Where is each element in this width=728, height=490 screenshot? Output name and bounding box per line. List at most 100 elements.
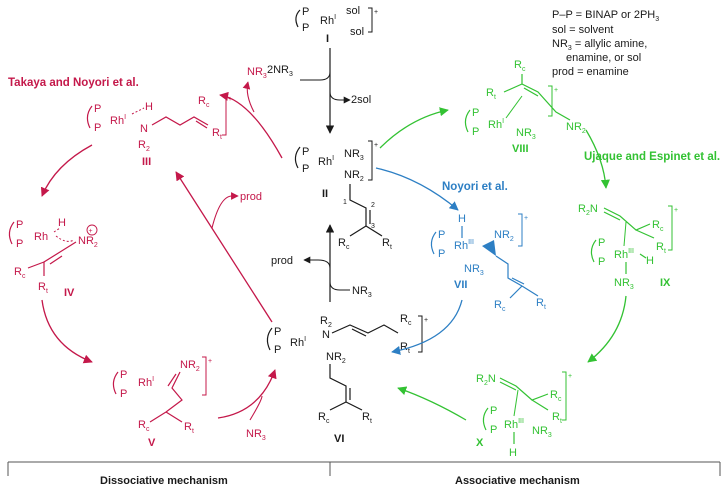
bisphosphine-arc [86,105,93,129]
mechanism-footer: Dissociative mechanism Associative mecha… [7,461,721,487]
phosphorus-atom: P [16,219,23,231]
arrow-II-to-VIII [379,107,449,149]
uptake-curve [249,395,263,421]
substituent-rc: Rc [14,266,26,280]
phosphorus-atom: P [302,6,309,18]
amine-ligand: NR3 [516,127,536,141]
arrow-II-to-VII [375,167,459,211]
bisphosphine-arc [266,327,273,351]
charge-bracket [368,140,373,181]
phosphorus-atom: P [94,103,101,115]
rhodium-atom: RhI [110,114,126,127]
released-NR3: NR3 [247,66,267,80]
bisphosphine-arc [482,407,489,431]
double-bond [603,211,621,221]
substituent-rc: Rc [198,95,210,109]
legend-line-5: prod = enamine [552,66,629,78]
agostic-interaction [131,107,145,115]
substituent-rt: Rt [184,421,194,435]
complex-I: P P RhI sol sol + I [295,5,378,45]
rh-c-bond [623,221,627,247]
charge-bracket [668,205,673,251]
phosphorus-atom: P [472,126,479,138]
dissociative-mechanism-label: Dissociative mechanism [100,475,228,487]
allyl-chain [495,255,523,287]
charge-plus: + [374,9,378,16]
charge-bracket [202,356,207,396]
product-label: prod [240,191,262,203]
substituent-rt: Rt [656,241,666,255]
substituent-rc: Rc [318,411,330,425]
charge-plus: + [568,373,572,380]
double-bond [511,277,525,285]
complex-IV: P P Rh H NR2 + Rc Rt IV [8,217,98,299]
bond-rt [165,411,183,423]
label-IV: IV [64,287,75,299]
carbon-number-3: 3 [371,223,375,230]
arrow-IX-to-X [587,295,627,363]
substituent-rt: Rt [212,127,222,141]
arrow-VI-to-III [175,171,273,323]
amine-nitrogen: N [140,123,148,135]
rhodium-atom: RhIII [614,248,634,261]
bisphosphine-arc [430,231,437,255]
substituent-rt: Rt [536,297,546,311]
amine-nitrogen: NR2 [566,121,586,135]
phosphorus-atom: P [490,424,497,436]
phosphorus-atom: P [598,256,605,268]
legend-line-1: P–P = BINAP or 2PH3 [552,9,659,23]
charge-bracket [562,371,567,421]
substituent-rc: Rc [652,219,664,233]
rhodium-atom: RhI [138,376,154,389]
cation-plus: + [89,228,93,235]
double-bond [499,381,517,391]
phosphorus-atom: P [274,344,281,356]
phosphorus-atom: P [490,405,497,417]
associative-mechanism-label: Associative mechanism [455,475,580,487]
bond-rt [635,229,655,239]
rhodium-atom: RhI [290,336,306,349]
bond-rt [521,285,539,297]
rhodium-atom: RhIII [504,418,524,431]
complex-X: R2N Rc Rt P P RhIII NR3 H + X [476,371,572,459]
author-label-noyori: Noyori et al. [442,181,508,193]
allyl-chain [349,184,367,226]
allyl-chain [151,116,209,126]
label-II: II [322,188,328,200]
label-IX: IX [660,277,671,289]
arrow-II-to-III [219,91,283,159]
enamine-nitrogen: R2N [578,203,598,217]
charge-bracket [518,213,523,247]
label-VI: VI [334,433,344,445]
arrow-X-to-VI [397,386,467,421]
reagent-2sol: 2sol [351,94,371,106]
amine-r2: R2 [138,139,150,153]
hydride: H [646,255,654,267]
label-VII: VII [454,279,467,291]
charge-bracket [548,85,553,117]
legend: P–P = BINAP or 2PH3 sol = solvent NR3 = … [552,9,659,78]
iminium-coordination [55,235,75,242]
uptake-curve [300,71,331,81]
bisphosphine-arc [294,146,301,169]
uptake-curve [329,281,350,291]
complex-VI: P P RhI R2 N Rc Rt + NR2 Rc Rt VI [266,313,428,445]
charge-bracket [418,315,423,353]
bond-rt [531,399,549,411]
charge-plus: + [524,215,528,222]
charge-bracket [222,94,227,136]
arrow-V-to-VI [217,369,277,419]
label-V: V [148,437,156,449]
complex-III: P P RhI H N R2 Rc Rt + III [86,94,232,168]
substituent-rt: Rt [362,411,372,425]
cation-charge-icon [86,224,98,236]
bond-rc [149,411,167,423]
rh-h-bond [639,253,647,259]
allyl-chain [521,74,571,121]
substituent-rt: Rt [552,411,562,425]
enamine-r2: R2 [320,315,332,329]
charge-plus: + [208,358,212,365]
phosphorus-atom: P [302,163,309,175]
substituent-rc: Rc [400,313,412,327]
substituent-rt: Rt [486,87,496,101]
